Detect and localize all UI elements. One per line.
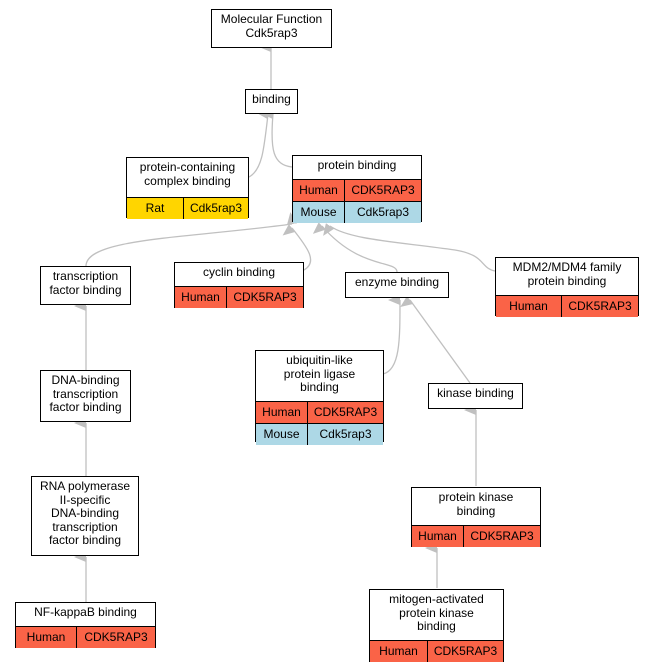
species-cell: Mouse: [263, 427, 300, 441]
annotation-row-mouse: Mouse Cdk5rap3: [256, 423, 383, 445]
species-cell: Human: [26, 630, 66, 644]
node-title: cyclin binding: [202, 265, 276, 279]
gene-cell: CDK5RAP3: [226, 287, 303, 308]
annotation-row-human: Human CDK5RAP3: [175, 286, 303, 308]
node-title: NF-kappaB binding: [34, 605, 137, 619]
node-protein-kinase-binding[interactable]: protein kinase binding Human CDK5RAP3: [411, 487, 541, 547]
node-rna-polymerase-ii-specific-dna-binding-tf-binding[interactable]: RNA polymerase II-specific DNA-binding t…: [31, 476, 139, 556]
species-cell: Human: [262, 405, 301, 419]
gene-cell: CDK5RAP3: [463, 526, 540, 547]
gene-cell: CDK5RAP3: [427, 641, 503, 662]
node-ubiquitin-like-protein-ligase-binding[interactable]: ubiquitin-like protein ligase binding Hu…: [255, 350, 384, 445]
edge-enzyme-binding-to-protein-binding: [312, 222, 398, 273]
species-cell: Human: [418, 529, 457, 543]
node-title: protein binding: [317, 158, 397, 172]
edge-ubiquitin-like-to-enzyme-binding: [382, 295, 401, 375]
annotation-row-human: Human CDK5RAP3: [256, 401, 383, 423]
gene-cell: Cdk5rap3: [344, 202, 421, 223]
annotation-row-human: Human CDK5RAP3: [293, 179, 421, 201]
node-title: ubiquitin-like protein ligase binding: [283, 353, 356, 394]
species-cell: Human: [299, 183, 338, 197]
node-nf-kappab-binding[interactable]: NF-kappaB binding Human CDK5RAP3: [15, 602, 156, 648]
node-title: mitogen-activated protein kinase binding: [389, 592, 484, 633]
species-cell: Rat: [145, 201, 165, 215]
gene-cell: CDK5RAP3: [344, 180, 421, 201]
annotation-row-rat: Rat Cdk5rap3: [127, 197, 248, 219]
edge-protein-binding-to-binding: [261, 109, 293, 168]
edge-kinase-binding-to-enzyme-binding: [400, 295, 471, 384]
annotation-row-human: Human CDK5RAP3: [16, 626, 155, 648]
node-title: RNA polymerase II-specific DNA-binding t…: [39, 479, 131, 547]
gene-cell: Cdk5rap3: [183, 198, 248, 219]
node-protein-containing-complex-binding[interactable]: protein-containing complex binding Rat C…: [126, 157, 249, 219]
node-molecular-function[interactable]: Molecular Function Cdk5rap3: [211, 9, 332, 48]
annotation-row-human: Human CDK5RAP3: [412, 525, 540, 547]
gene-cell: CDK5RAP3: [76, 627, 155, 648]
node-title: protein-containing complex binding: [139, 160, 236, 188]
node-title: transcription factor binding: [49, 269, 122, 297]
node-transcription-factor-binding[interactable]: transcription factor binding: [40, 266, 131, 305]
annotation-row-mouse: Mouse Cdk5rap3: [293, 201, 421, 223]
edge-transcription-factor-binding-to-protein-binding: [85, 212, 297, 267]
gene-cell: CDK5RAP3: [561, 296, 638, 317]
node-title: protein kinase binding: [438, 490, 514, 518]
edge-mdm2-to-protein-binding: [323, 223, 496, 272]
species-cell: Human: [379, 644, 418, 658]
node-kinase-binding[interactable]: kinase binding: [428, 383, 523, 409]
annotation-row-human: Human CDK5RAP3: [370, 640, 503, 662]
edge-protein-containing-complex-binding-to-binding: [248, 109, 269, 178]
node-title: MDM2/MDM4 family protein binding: [512, 260, 622, 288]
node-title: kinase binding: [437, 386, 514, 400]
node-cyclin-binding[interactable]: cyclin binding Human CDK5RAP3: [174, 262, 304, 308]
gene-cell: CDK5RAP3: [307, 402, 383, 423]
annotation-row-human: Human CDK5RAP3: [496, 295, 638, 317]
node-protein-binding[interactable]: protein binding Human CDK5RAP3 Mouse Cdk…: [292, 155, 422, 223]
node-title: Molecular Function Cdk5rap3: [220, 12, 323, 40]
node-mitogen-activated-protein-kinase-binding[interactable]: mitogen-activated protein kinase binding…: [369, 589, 504, 662]
species-cell: Human: [509, 299, 548, 313]
node-title: enzyme binding: [354, 275, 440, 289]
node-title: DNA-binding transcription factor binding: [49, 373, 122, 414]
node-binding[interactable]: binding: [245, 89, 298, 114]
edge-cyclin-binding-to-protein-binding: [282, 224, 312, 271]
species-cell: Human: [181, 290, 220, 304]
node-title: binding: [252, 92, 291, 106]
node-enzyme-binding[interactable]: enzyme binding: [345, 272, 449, 298]
node-dna-binding-transcription-factor-binding[interactable]: DNA-binding transcription factor binding: [40, 370, 131, 422]
species-cell: Mouse: [300, 205, 337, 219]
node-mdm2-mdm4-family-protein-binding[interactable]: MDM2/MDM4 family protein binding Human C…: [495, 257, 639, 317]
gene-cell: Cdk5rap3: [307, 424, 383, 445]
